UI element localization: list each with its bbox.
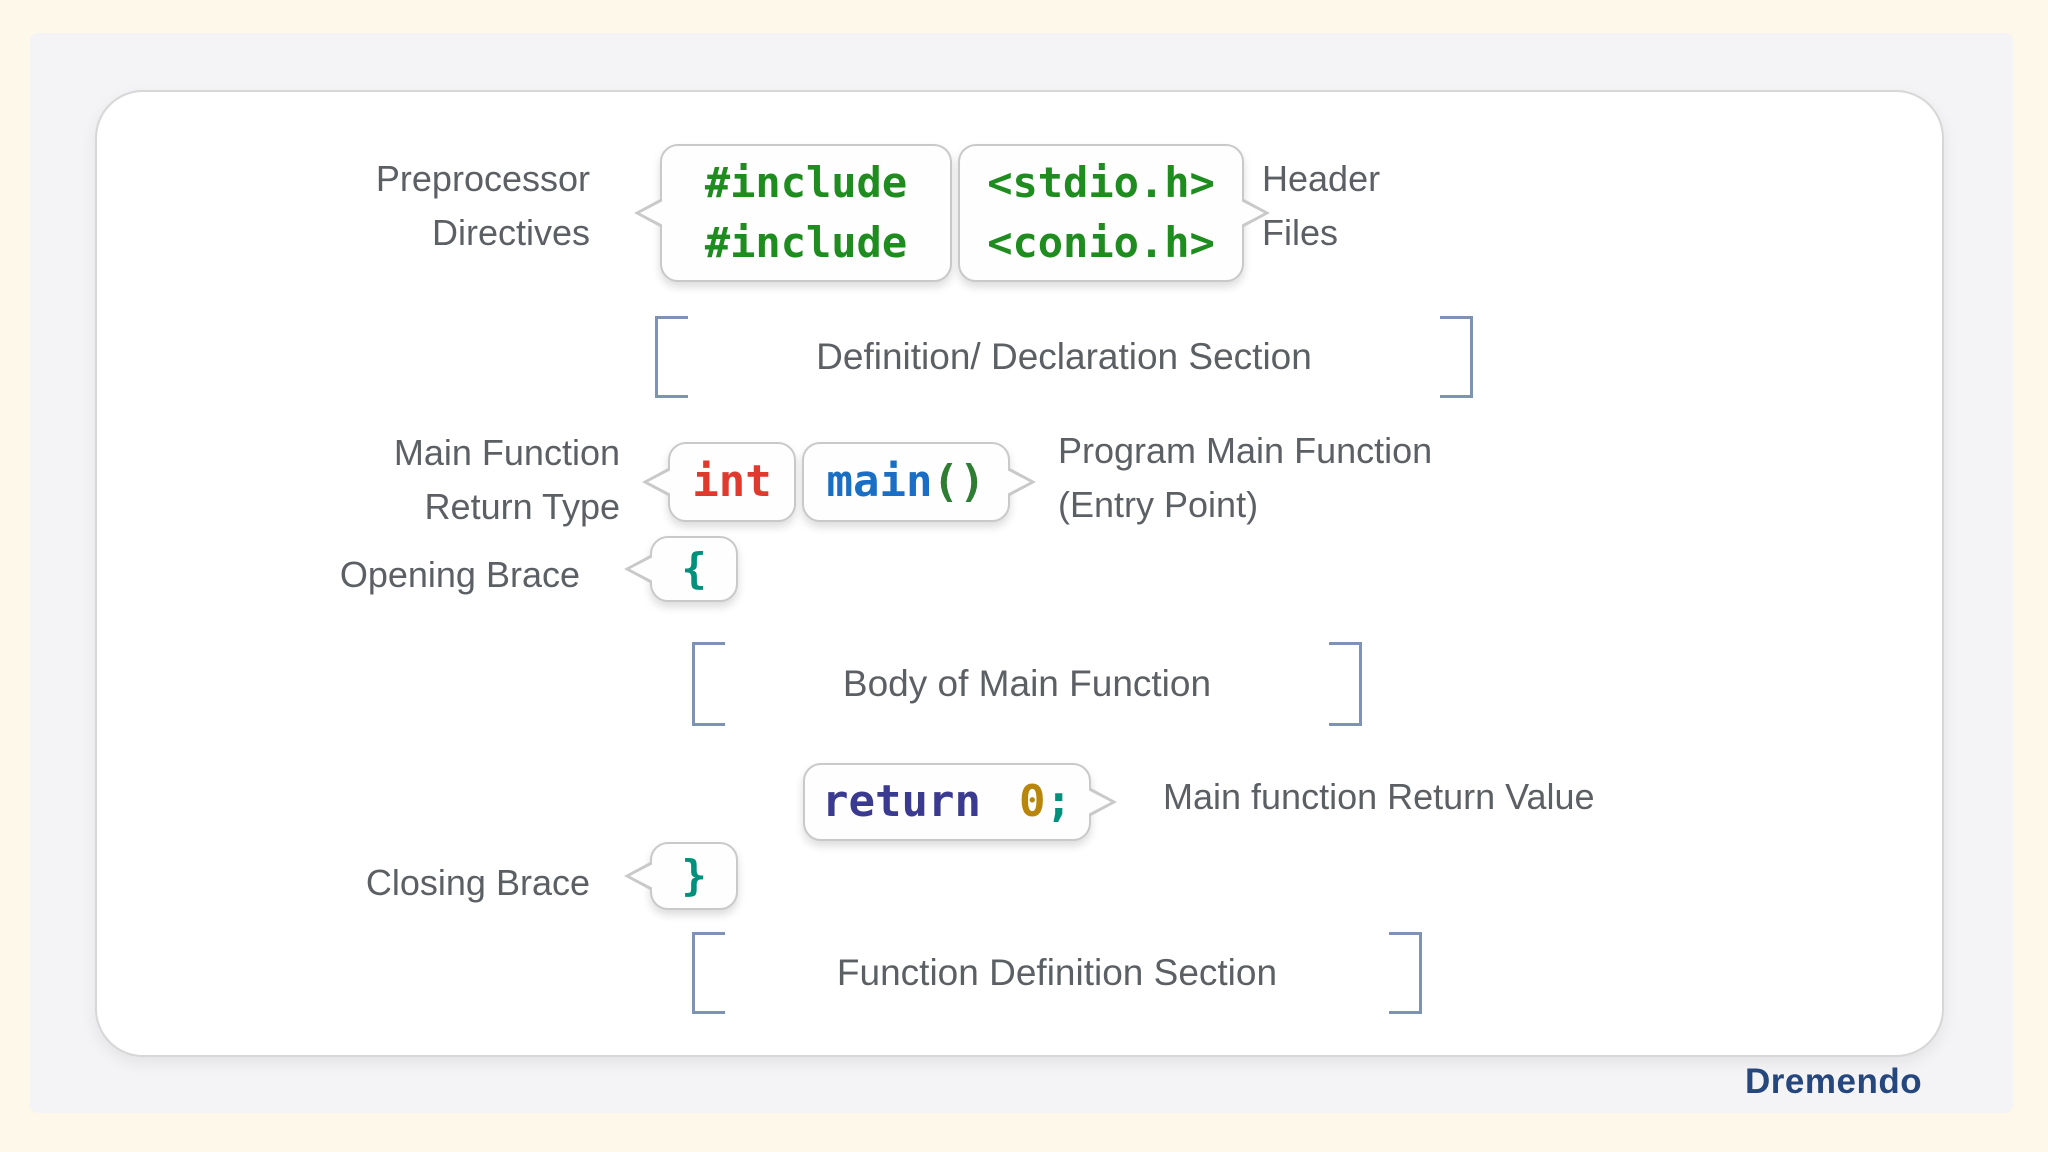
right-bracket-icon [1440,316,1473,398]
parens-token: () [932,455,986,507]
preprocessor-directives-label: Preprocessor Directives [375,158,590,253]
body-section-label: Body of Main Function [842,663,1212,704]
body-section: Body of Main Function [692,642,1362,726]
left-bracket-icon [692,642,725,726]
header-files-label: Header Files [1262,158,1381,253]
int-code-bubble: int [668,442,796,522]
include-code: #include #include [704,158,908,267]
header-files-code-bubble: <stdio.h> <conio.h> [958,144,1244,282]
closing-brace-label: Closing Brace [365,862,590,903]
opening-brace-token: { [681,544,707,593]
return-code-bubble: return 0; [803,763,1091,841]
include-code-bubble: #include #include [660,144,952,282]
opening-brace-bubble: { [650,536,738,602]
semicolon-token: ; [1045,775,1072,827]
main-return-type-label: Main Function Return Type [393,432,620,527]
opening-brace-label: Opening Brace [339,554,580,595]
left-bracket-icon [692,932,725,1014]
closing-brace-token: } [681,851,707,900]
left-bracket-icon [655,316,688,398]
declaration-section: Definition/ Declaration Section [655,316,1473,398]
int-token: int [692,455,772,507]
main-token: main [826,455,933,507]
declaration-section-label: Definition/ Declaration Section [816,336,1312,377]
return-value-label: Main function Return Value [1163,776,1595,817]
right-bracket-icon [1389,932,1422,1014]
closing-brace-bubble: } [650,842,738,910]
right-bracket-icon [1329,642,1362,726]
function-definition-section: Function Definition Section [692,932,1422,1014]
function-definition-section-label: Function Definition Section [836,952,1278,993]
return-keyword-token: return [822,775,981,827]
main-code-bubble: main() [802,442,1010,522]
header-files-code: <stdio.h> <conio.h> [987,158,1215,267]
return-value-token: 0 [1018,775,1046,827]
program-main-function-label: Program Main Function (Entry Point) [1058,430,1433,525]
brand-logo: Dremendo [1745,1062,1923,1101]
